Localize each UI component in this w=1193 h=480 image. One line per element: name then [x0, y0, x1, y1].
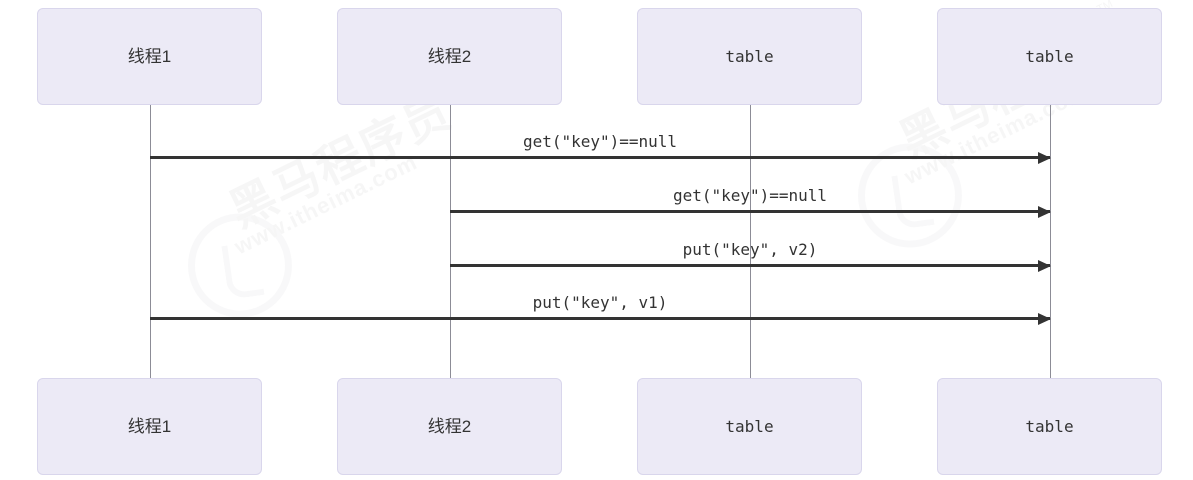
arrowhead-icon [1038, 312, 1051, 325]
message-label-1: get("key")==null [522, 132, 678, 151]
lifeline-thread1 [150, 105, 151, 378]
participant-box-thread1-bottom[interactable]: 线程1 [37, 378, 262, 475]
participant-label-table2-bottom: table [1025, 416, 1074, 436]
watermark-logo-icon [857, 143, 962, 248]
arrowhead-icon [1038, 259, 1051, 272]
message-arrow-2[interactable] [450, 205, 1051, 218]
participant-label-thread2-top: 线程2 [427, 47, 472, 66]
lifeline-table2 [1050, 105, 1051, 378]
message-arrow-1[interactable] [150, 151, 1051, 164]
participant-label-thread1-bottom: 线程1 [127, 417, 172, 436]
participant-label-table1-bottom: table [725, 416, 774, 436]
arrowhead-icon [1038, 205, 1051, 218]
participant-box-table1-bottom[interactable]: table [637, 378, 862, 475]
lifeline-thread2 [450, 105, 451, 378]
message-label-3: put("key", v2) [682, 240, 818, 259]
message-arrow-3[interactable] [450, 259, 1051, 272]
participant-label-thread2-bottom: 线程2 [427, 417, 472, 436]
message-label-4: put("key", v1) [532, 293, 668, 312]
participant-box-table2-bottom[interactable]: table [937, 378, 1162, 475]
participant-box-thread2-bottom[interactable]: 线程2 [337, 378, 562, 475]
participant-box-thread2-top[interactable]: 线程2 [337, 8, 562, 105]
lifeline-table1 [750, 105, 751, 378]
watermark-url-text: www.itheima.com [230, 149, 422, 260]
participant-box-table2-top[interactable]: table [937, 8, 1162, 105]
participant-label-table1-top: table [725, 46, 774, 66]
participant-label-table2-top: table [1025, 46, 1074, 66]
participant-box-thread1-top[interactable]: 线程1 [37, 8, 262, 105]
watermark-logo-icon [187, 213, 292, 318]
message-label-2: get("key")==null [672, 186, 828, 205]
arrowhead-icon [1038, 151, 1051, 164]
participant-box-table1-top[interactable]: table [637, 8, 862, 105]
message-arrow-4[interactable] [150, 312, 1051, 325]
participant-label-thread1-top: 线程1 [127, 47, 172, 66]
